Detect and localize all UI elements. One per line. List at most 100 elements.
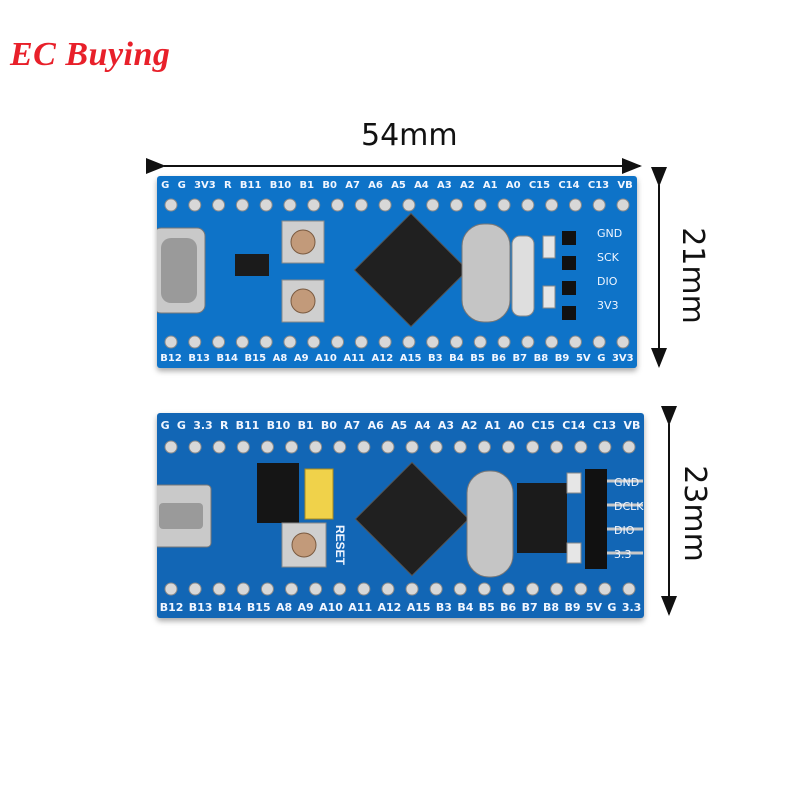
regulator-chip [235,254,269,276]
board1-bottom-pin-label: A11 [343,353,365,364]
board1-top-pin-label: B10 [269,180,292,191]
board1-bottom-pin-hole [426,335,440,349]
board1-bottom-pin-hole [259,335,273,349]
board2-top-pin-hole [598,440,612,454]
board2-bottom-pin-hole [501,582,515,596]
board2-top-pin-hole [381,440,395,454]
board1-bottom-pin-label: 5V [575,353,591,364]
board2-top-pin-hole [574,440,588,454]
board1-graphics [157,198,630,349]
board2-top-pin-hole [260,440,274,454]
board2-top-pin-hole [622,440,636,454]
board2-bottom-pin-hole [477,582,491,596]
board2-bottom-pin-hole [526,582,540,596]
board1-top-pin-label: C14 [558,180,580,191]
board1-bottom-pin-label: A8 [272,353,288,364]
board1-bottom-pin-hole [164,335,178,349]
board2-bottom-pin-hole [260,582,274,596]
board2-top-pin-hole [236,440,250,454]
board1-top-pin-label: B1 [299,180,315,191]
board1-bottom-pin-hole [378,335,392,349]
board2-bottom-pin-label: B5 [478,601,495,614]
board1-top-pin-hole [259,198,273,212]
boot-button [281,279,325,323]
board1-top-pin-hole [164,198,178,212]
board2-top-pin-label: C13 [592,419,617,432]
board2-bottom-pin-hole [429,582,443,596]
board2-top-pin-label: 3.3 [193,419,213,432]
board1-top-pin-hole [449,198,463,212]
board2-top-pin-label: A1 [484,419,501,432]
board2-bottom-pin-label: B13 [188,601,213,614]
board1-top-pin-hole [235,198,249,212]
board1-top-pin-hole [426,198,440,212]
board1-bottom-pin-label: B14 [216,353,238,364]
board2-bottom-pin-label: B3 [435,601,452,614]
board1-top-pin-label: A7 [345,180,360,191]
board1-bottom-pin-hole [521,335,535,349]
board1-top-pin-label: A2 [459,180,475,191]
crystal-small [511,235,535,317]
board2-bottom-pin-hole [212,582,226,596]
board1-bottom-pin-hole [497,335,511,349]
board1-bottom-pin-label: G [597,353,606,364]
board2-bottom-pin-label: A11 [348,601,373,614]
board1-top-pin-hole [473,198,487,212]
board2-top-pin-label: VB [623,419,641,432]
board1-bottom-pin-label: A15 [399,353,422,364]
board1-swd-label: SCK [597,251,619,264]
board2-top-pin-hole [188,440,202,454]
board2-graphics [157,440,643,596]
board2-bottom-pin-label: B8 [543,601,560,614]
board2-bottom-pin-hole [188,582,202,596]
board1-top-pin-label: B0 [322,180,337,191]
board2-top-pin-label: G [160,419,170,432]
board1-bottom-pin-label: B5 [470,353,485,364]
board1-top-pin-label: VB [617,180,633,191]
board2-top-pin-hole [285,440,299,454]
board1-top-pin-hole [568,198,582,212]
board1-top-pin-label: B11 [239,180,262,191]
board1-bottom-pin-label: B3 [427,353,443,364]
board2-bottom-pin-hole [164,582,178,596]
board1-top-pin-label: C13 [587,180,610,191]
board2-top-pin-label: B1 [297,419,314,432]
board2-top-pin-hole [164,440,178,454]
board2-top-pin-label: A7 [344,419,361,432]
board1-bottom-pin-hole [307,335,321,349]
height-bottom-label: 23mm [676,465,712,562]
board1-top-pin-hole [212,198,226,212]
board2-bottom-pin-label: 3.3 [621,601,642,614]
board1-bottom-pin-hole [568,335,582,349]
board2-bottom-pin-hole [622,582,636,596]
board2-top-pin-hole [212,440,226,454]
board1-top-pin-hole [331,198,345,212]
board2-bottom-pin-hole [574,582,588,596]
jumper-block [257,463,299,523]
board2-top-pin-hole [477,440,491,454]
board1-top-pin-label: A5 [391,180,406,191]
board1-bottom-pin-label: A12 [371,353,394,364]
board1-bottom-pin-hole [188,335,202,349]
board2-top-pin-label: B0 [320,419,337,432]
board1-bottom-pin-hole [235,335,249,349]
board2-bottom-pin-label: B12 [159,601,184,614]
board2-bottom-pin-label: B4 [457,601,474,614]
board1-top-pin-hole [545,198,559,212]
board1-bottom-pin-hole [545,335,559,349]
board2-top-pin-hole [333,440,347,454]
board2-top-pin-hole [429,440,443,454]
board1-top-pin-hole [378,198,392,212]
board1-bottom-pin-label: B13 [188,353,210,364]
board1-bottom-pin-label: 3V3 [611,353,634,364]
board1-bottom-pin-label: B9 [554,353,570,364]
board1-top-pin-hole [307,198,321,212]
board1-bottom-pin-label: B15 [244,353,267,364]
board2-bottom-pin-hole [236,582,250,596]
board2-bottom-pin-label: B6 [500,601,517,614]
board1-top-pin-label: 3V3 [194,180,216,191]
board2-bottom-pin-hole [309,582,323,596]
